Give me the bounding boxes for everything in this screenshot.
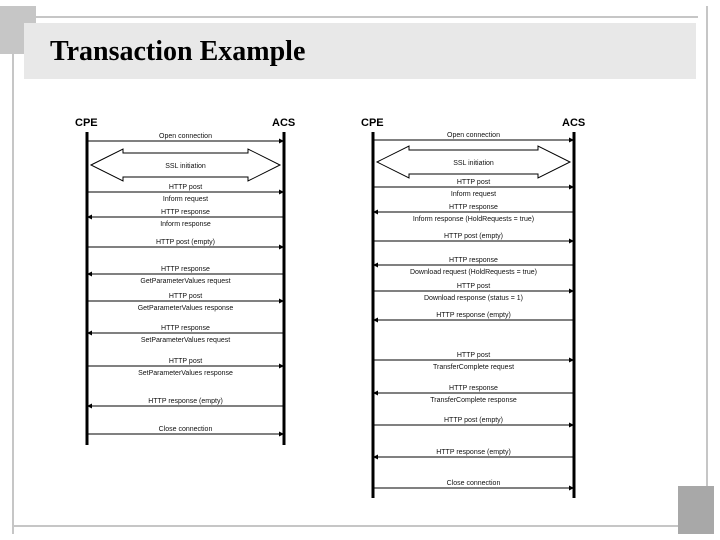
message-label: HTTP response [161, 325, 210, 332]
message-label: HTTP post [457, 179, 490, 186]
message-label: Inform request [451, 191, 496, 198]
message-arrowhead [87, 403, 92, 409]
message-label: HTTP response [449, 385, 498, 392]
message-label: HTTP post [169, 358, 202, 365]
message-label: GetParameterValues request [140, 278, 230, 285]
message-arrowhead [87, 330, 92, 336]
message-label: Inform response (HoldRequests = true) [413, 216, 534, 223]
message-arrowhead [569, 422, 574, 428]
message-label: SetParameterValues response [138, 370, 233, 377]
message-arrowhead [279, 189, 284, 195]
message-arrowhead [373, 262, 378, 268]
message-label: Close connection [447, 480, 501, 487]
message-arrowhead [279, 138, 284, 144]
message-arrowhead [373, 317, 378, 323]
message-arrowhead [87, 214, 92, 220]
message-label: HTTP post (empty) [156, 239, 215, 246]
message-label: HTTP post (empty) [444, 233, 503, 240]
frame-line-top [22, 16, 698, 18]
message-label: GetParameterValues response [138, 305, 234, 312]
message-label: Close connection [159, 426, 213, 433]
message-label: Open connection [447, 132, 500, 139]
message-label: HTTP response [449, 204, 498, 211]
message-arrowhead [373, 390, 378, 396]
message-label: Inform request [163, 196, 208, 203]
message-arrowhead [569, 357, 574, 363]
message-label: HTTP post [169, 184, 202, 191]
ssl-label: SSL initiation [165, 163, 206, 170]
title-band [24, 23, 696, 79]
message-label: HTTP response [449, 257, 498, 264]
actor-label-acs: ACS [272, 117, 295, 129]
message-arrowhead [569, 485, 574, 491]
ssl-band [89, 148, 282, 182]
message-label: HTTP response (empty) [148, 398, 223, 405]
ssl-band [375, 145, 572, 179]
message-label: Download response (status = 1) [424, 295, 523, 302]
message-label: HTTP response [161, 209, 210, 216]
message-label: HTTP response [161, 266, 210, 273]
frame-line-bottom [12, 525, 688, 527]
actor-label-acs: ACS [562, 117, 585, 129]
corner-square-bottom-right [678, 486, 714, 534]
message-label: HTTP post [457, 283, 490, 290]
message-arrowhead [279, 363, 284, 369]
message-arrowhead [569, 184, 574, 190]
ssl-label: SSL initiation [453, 160, 494, 167]
actor-label-cpe: CPE [75, 117, 98, 129]
message-label: SetParameterValues request [141, 337, 230, 344]
message-label: HTTP post (empty) [444, 417, 503, 424]
message-label: HTTP post [169, 293, 202, 300]
message-label: TransferComplete response [430, 397, 517, 404]
message-arrowhead [569, 288, 574, 294]
message-label: HTTP post [457, 352, 490, 359]
message-label: Inform response [160, 221, 211, 228]
message-arrowhead [87, 271, 92, 277]
message-arrowhead [569, 137, 574, 143]
page-title: Transaction Example [50, 36, 306, 67]
message-arrowhead [373, 454, 378, 460]
frame-line-right [706, 6, 708, 486]
message-label: HTTP response (empty) [436, 312, 511, 319]
message-arrowhead [279, 431, 284, 437]
message-label: TransferComplete request [433, 364, 514, 371]
message-label: HTTP response (empty) [436, 449, 511, 456]
message-arrowhead [279, 298, 284, 304]
message-label: Open connection [159, 133, 212, 140]
message-label: Download request (HoldRequests = true) [410, 269, 537, 276]
message-arrowhead [279, 244, 284, 250]
message-arrowhead [569, 238, 574, 244]
actor-label-cpe: CPE [361, 117, 384, 129]
frame-line-left [12, 6, 14, 534]
message-arrowhead [373, 209, 378, 215]
